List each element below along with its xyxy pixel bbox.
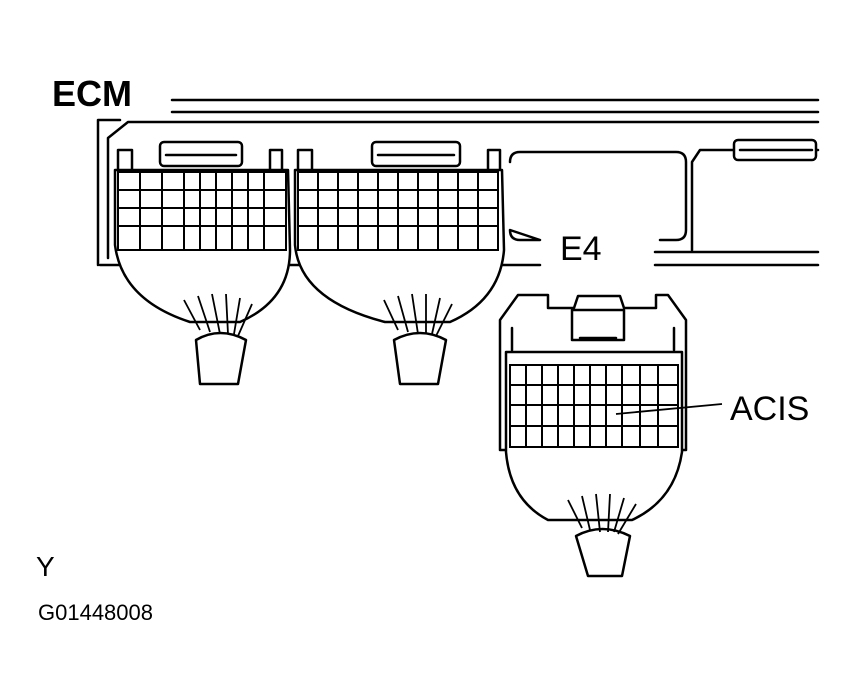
ecm-connector-1 <box>113 140 292 386</box>
ecm-connector-2 <box>293 140 506 386</box>
acis-terminal-label: ACIS <box>730 390 809 428</box>
right-partial-connector <box>690 138 820 252</box>
connector-e4-label: E4 <box>560 230 602 268</box>
acis-leader-line <box>615 403 723 415</box>
e4-connector <box>498 293 688 578</box>
view-marker-label: Y <box>36 551 55 582</box>
figure-code: G01448008 <box>38 600 153 625</box>
empty-connector-slot <box>508 150 688 242</box>
ecm-label: ECM <box>52 73 132 114</box>
